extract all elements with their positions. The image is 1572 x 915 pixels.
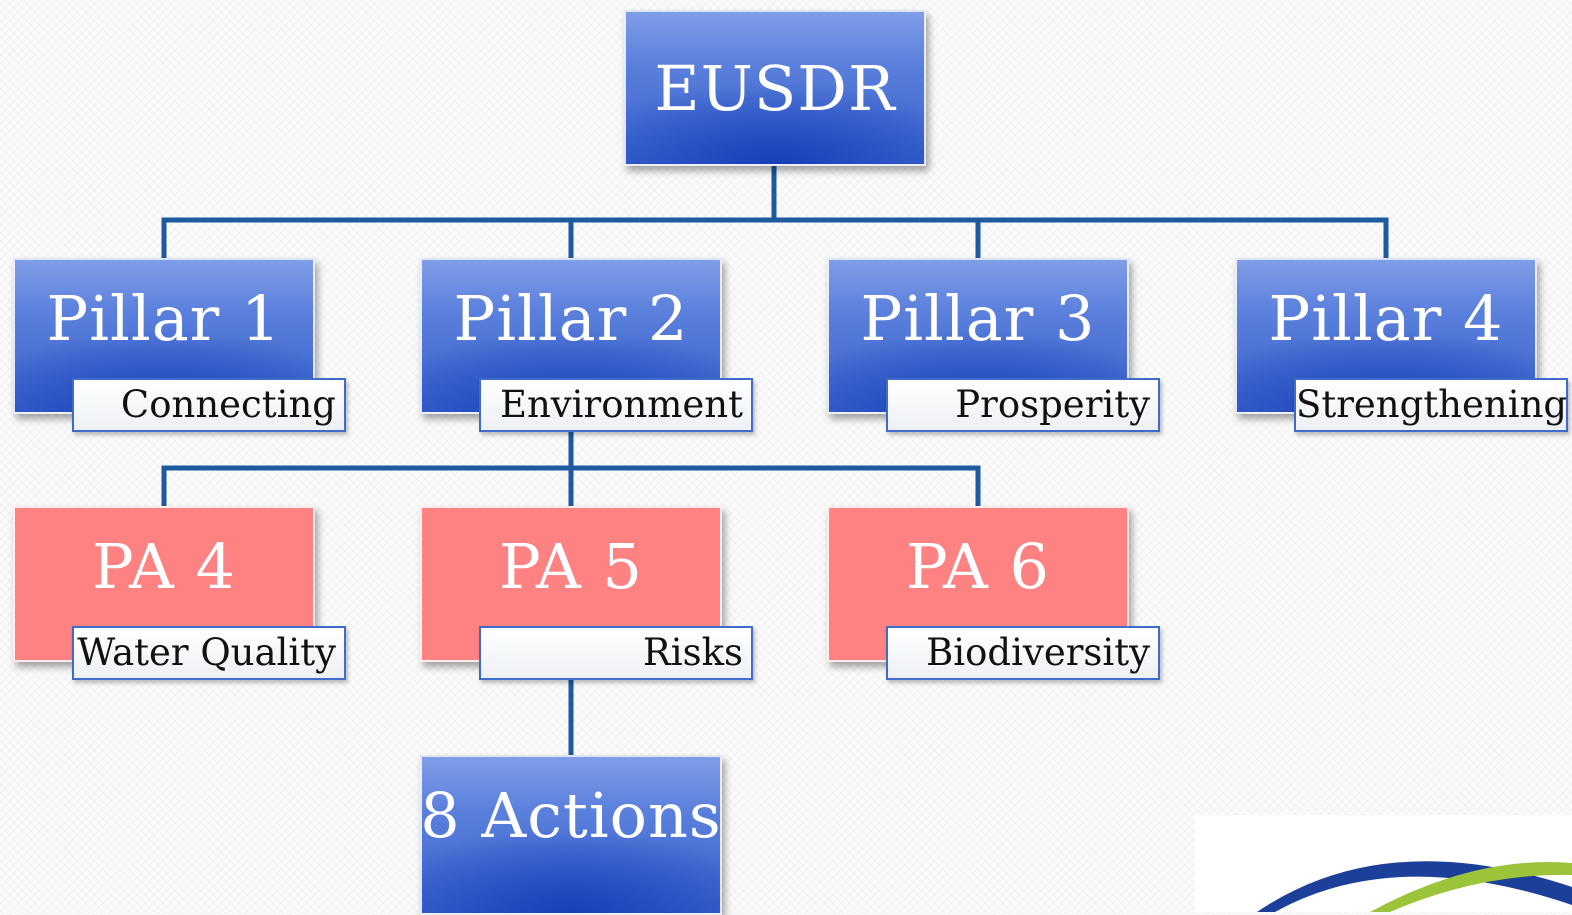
pillar-3-label: Prosperity [886,378,1160,432]
pa-4-title: PA 4 [92,530,236,603]
pillar-2-title: Pillar 2 [453,282,689,355]
pa-6-title: PA 6 [906,530,1050,603]
pa-6-label: Biodiversity [886,626,1160,680]
eusdr-box: EUSDR [624,10,926,166]
arc-logo-icon [1257,861,1572,912]
pillar-1-title: Pillar 1 [46,282,282,355]
logo [1195,815,1572,912]
pa-5-title: PA 5 [499,530,643,603]
actions-title: 8 Actions [420,779,722,852]
pa-5-label: Risks [479,626,753,680]
actions-box: 8 Actions [420,755,722,915]
pa-4-label: Water Quality [72,626,346,680]
pillar-4-title: Pillar 4 [1268,282,1504,355]
pillar-3-title: Pillar 3 [860,282,1096,355]
eusdr-title: EUSDR [654,51,896,125]
pillar-2-label: Environment [479,378,753,432]
pillar-4-label: Strengthening [1294,378,1568,432]
pillar-1-label: Connecting [72,378,346,432]
